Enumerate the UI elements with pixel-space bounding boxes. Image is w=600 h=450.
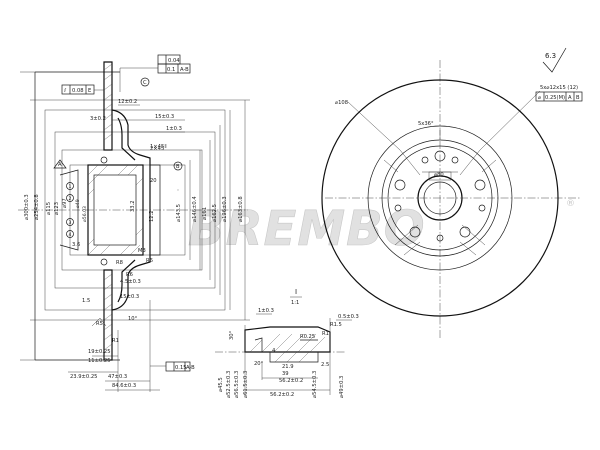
marker-1: 1 [69,184,72,190]
dim-right-6: ⌀163±0.8 [238,196,244,222]
bolt-pos-value: 0.25(M) [545,95,565,101]
dim-left-7: ⌀49 [75,199,81,208]
surface-finish-symbol [542,47,567,73]
bore-note: 1×45° [150,144,167,150]
surface-finish-value: 6.3 [545,52,556,60]
det-left-4: ⌀61.5±0.3 [243,371,249,398]
bolt-pos-datum-b: B [576,95,580,101]
holes-dim: 5x⌀12x15 (12) [540,85,578,91]
dim-left-1: ⌀300±0.3 [24,194,30,220]
insert-tol-value: 0.15 [175,365,187,371]
dim-mid-4: 20 [150,178,157,184]
det-center-2: 39 [282,371,289,377]
front-view: ⌀108 5x⌀12x15 (12) 5x36° ⌀80 1×45° ⌀ 0.2… [150,47,583,340]
registered-mark: ® [566,199,575,209]
dim-top-4: 3±0.2 [90,116,106,122]
dim-bot-8: 84.6±0.3 [112,383,136,389]
det-left-5: 30° [229,330,235,340]
dim-bot-4: 19±0.25 [88,349,111,355]
dim-bot-2: 4.5±0.3 [120,279,141,285]
det-left-1: ⌀45.5 [218,377,224,392]
detail-view-label: I [295,288,297,296]
det-right-3: R1.5 [330,322,342,328]
det-right-1: ⌀54.5±0.3 [312,371,318,398]
det-left-3: ⌀56.5±0.3 [234,371,240,398]
flatness-tol-datum: E [88,88,91,94]
flatness-tol-value: 0.08 [72,88,84,94]
dim-mid-3: 12.2 [149,210,155,222]
section-view: C B A 1 2 3 4 0.04 0.1 A-B ⫽ 0.08 E 12±0… [18,54,250,392]
dim-right-4: ⌀162.5 [212,204,218,222]
datum-c: C [143,80,147,86]
dim-bot-5: 11±0.25 [88,358,111,364]
center-bore-dim: ⌀80 [434,172,444,178]
det-top-1: 1±0.3 [258,308,274,314]
dim-right-3: ⌀161 [202,207,208,220]
bolt-pos-symbol: ⌀ [538,95,541,101]
det-left-6: 20° [254,361,264,367]
det-center-6: 56.2±0.2 [270,392,294,398]
dim-bot-7: 47±0.3 [108,374,127,380]
det-center-5: 4 [272,348,276,354]
dim-left-2: ⌀254±0.8 [34,194,40,220]
det-top-4: R0.25 [300,334,315,340]
dim-mid-5: R6 [146,258,153,264]
dim-left-3: ⌀115 [46,202,52,215]
datum-a: A [58,162,62,168]
angle-dim: 5x36° [418,121,434,127]
dim-top-2: 15±0.3 [155,114,174,120]
det-center-1: 21.9 [282,364,294,370]
bolt-pos-datum-a: A [568,95,572,101]
dim-mid-1: 2×45° [150,146,167,152]
marker-3: 3 [69,220,72,226]
dim-bot-1: 15±0.3 [120,294,139,300]
dim-mid-2: 33.2 [130,200,136,212]
position-tol-datum: A-B [180,67,189,73]
dim-bot-10: R1 [112,338,119,344]
bolt-circle-dim: ⌀108 [335,100,348,106]
dim-mid-6: R8 [116,260,123,266]
detail-view: I 1:1 1±0.3 R1 0.5±0.3 R0.25 ⌀45.5 ⌀52.5… [215,288,359,398]
marker-4: 4 [69,232,72,238]
marker-2: 2 [69,196,72,202]
dim-top-3: 1±0.3 [166,126,182,132]
det-center-4: 2.5 [321,362,329,368]
det-center-3: 56.2±0.2 [279,378,303,384]
det-top-2: R1 [322,331,329,337]
dim-left-6: ⌀56.03 [82,206,88,222]
dim-bot-9: 10° [128,316,138,322]
dim-mid-9: 3.6 [72,242,80,248]
insert-tol-datum: A-B [186,365,195,371]
dim-mid-7: M3 [138,248,146,254]
dim-right-5: ⌀196±0.3 [222,196,228,222]
dim-right-1: ⌀143.5 [176,204,182,222]
dim-right-2: ⌀146±0.4 [192,196,198,222]
dim-left-5: ⌀97 [62,198,68,208]
dim-bot-11: 1.5 [82,298,90,304]
dim-bot-3: R5 [96,321,103,327]
dim-top-1: 12±0.2 [118,99,137,105]
det-top-3: 0.5±0.3 [338,314,359,320]
datum-b: B [176,164,180,170]
dim-left-4: ⌀123 [54,202,60,215]
dim-mid-8: R6 [126,272,133,278]
dim-bot-6: 23.9±0.25 [70,374,97,380]
flatness-symbol: ⫽ [63,88,67,94]
position-tol-value: 0.1 [167,67,175,73]
runout-tol-value: 0.04 [168,58,180,64]
det-right-2: ⌀49±0.3 [339,376,345,398]
detail-view-scale: 1:1 [291,300,299,306]
det-left-2: ⌀52.5±0.3 [226,371,232,398]
